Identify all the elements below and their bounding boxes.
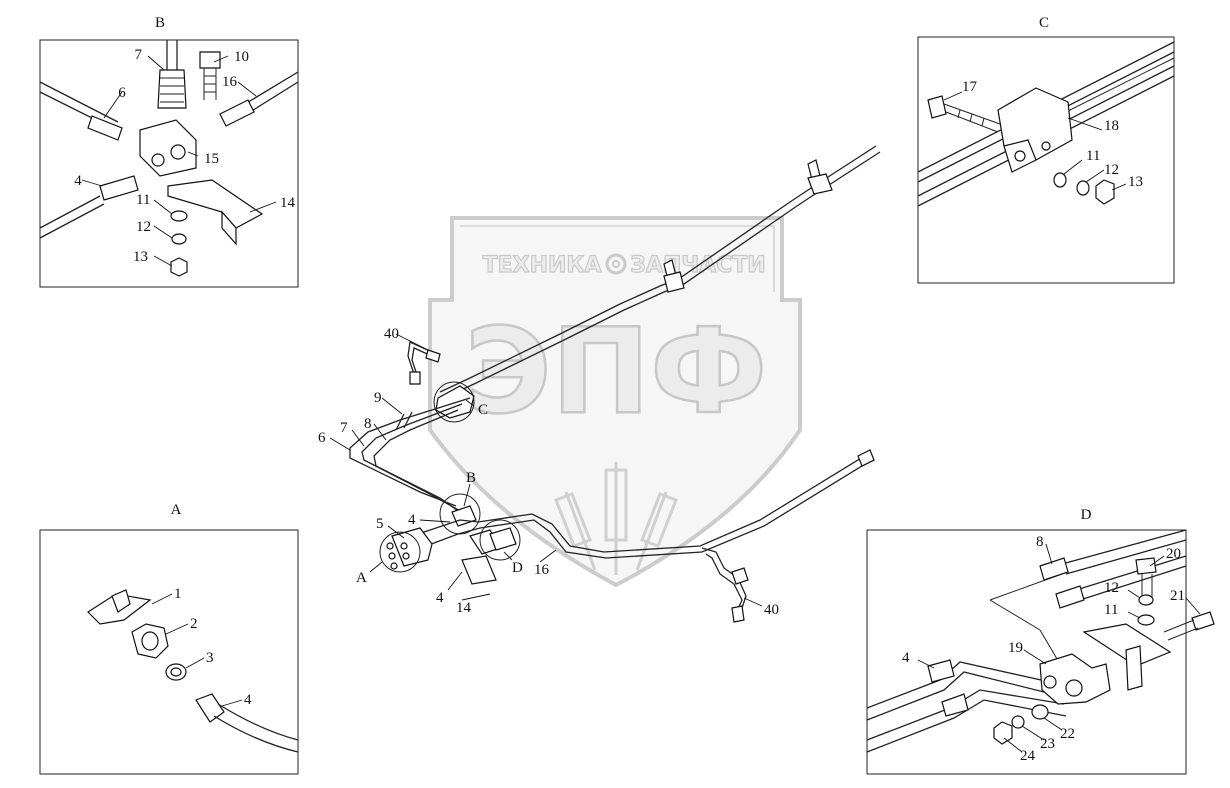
detail-c-label-11: 11 bbox=[1086, 148, 1100, 164]
detail-a-title: A bbox=[171, 502, 182, 518]
gear-icon bbox=[605, 253, 627, 275]
detail-c: C 17 18 11 12 13 bbox=[917, 15, 1175, 284]
detail-a-label-2: 2 bbox=[190, 616, 198, 632]
main-label-a: A bbox=[356, 570, 367, 586]
detail-c-frame bbox=[917, 36, 1175, 284]
detail-d-label-24: 24 bbox=[1020, 748, 1036, 764]
detail-b-label-13: 13 bbox=[133, 249, 148, 265]
detail-c-label-17: 17 bbox=[962, 79, 978, 95]
detail-b-label-7: 7 bbox=[135, 47, 143, 63]
main-label-b: B bbox=[466, 470, 476, 486]
watermark-text-left: ТЕХНИКА bbox=[483, 253, 602, 278]
detail-a-frame bbox=[39, 529, 299, 775]
detail-a-label-1: 1 bbox=[174, 586, 182, 602]
main-label-7: 7 bbox=[340, 420, 348, 436]
main-label-6: 6 bbox=[318, 430, 326, 446]
detail-d: D bbox=[866, 507, 1215, 775]
detail-b: B 7 10 bbox=[39, 15, 299, 288]
detail-b-label-6: 6 bbox=[118, 85, 126, 101]
detail-b-label-11: 11 bbox=[136, 192, 150, 208]
detail-d-label-4: 4 bbox=[902, 650, 910, 666]
detail-c-label-12: 12 bbox=[1104, 162, 1119, 178]
main-label-16: 16 bbox=[534, 562, 550, 578]
detail-d-label-11: 11 bbox=[1104, 602, 1118, 618]
detail-d-title: D bbox=[1081, 507, 1092, 523]
detail-b-label-16: 16 bbox=[222, 74, 238, 90]
main-label-8: 8 bbox=[364, 416, 372, 432]
detail-d-label-12: 12 bbox=[1104, 580, 1119, 596]
main-assembly: 40 9 C 7 8 6 B 5 4 A D 16 4 14 40 bbox=[318, 145, 881, 623]
detail-b-title: B bbox=[155, 15, 165, 31]
main-label-40-bottom: 40 bbox=[764, 602, 779, 618]
detail-d-label-23: 23 bbox=[1040, 736, 1055, 752]
wheat-ears-icon bbox=[554, 462, 678, 575]
watermark-logo: ЭПФ bbox=[465, 302, 767, 440]
detail-a-label-3: 3 bbox=[206, 650, 214, 666]
detail-d-label-20: 20 bbox=[1166, 546, 1181, 562]
main-label-4-lower: 4 bbox=[436, 590, 444, 606]
main-label-14: 14 bbox=[456, 600, 472, 616]
main-label-5: 5 bbox=[376, 516, 384, 532]
main-label-9: 9 bbox=[374, 390, 382, 406]
detail-d-label-8: 8 bbox=[1036, 534, 1044, 550]
detail-b-label-12: 12 bbox=[136, 219, 151, 235]
detail-c-label-13: 13 bbox=[1128, 174, 1143, 190]
detail-a-label-4: 4 bbox=[244, 692, 252, 708]
detail-b-label-10: 10 bbox=[234, 49, 249, 65]
detail-c-label-18: 18 bbox=[1104, 118, 1119, 134]
detail-c-title: C bbox=[1039, 15, 1049, 31]
detail-b-label-4: 4 bbox=[74, 173, 82, 189]
main-label-40-top: 40 bbox=[384, 326, 399, 342]
detail-b-label-15: 15 bbox=[204, 151, 219, 167]
detail-d-label-21: 21 bbox=[1170, 588, 1185, 604]
main-label-d: D bbox=[512, 560, 523, 576]
detail-a: A 1 2 3 4 bbox=[39, 502, 299, 775]
main-label-c: C bbox=[478, 402, 488, 418]
detail-d-label-19: 19 bbox=[1008, 640, 1023, 656]
main-label-4-upper: 4 bbox=[408, 512, 416, 528]
detail-b-label-14: 14 bbox=[280, 195, 296, 211]
detail-d-label-22: 22 bbox=[1060, 726, 1075, 742]
